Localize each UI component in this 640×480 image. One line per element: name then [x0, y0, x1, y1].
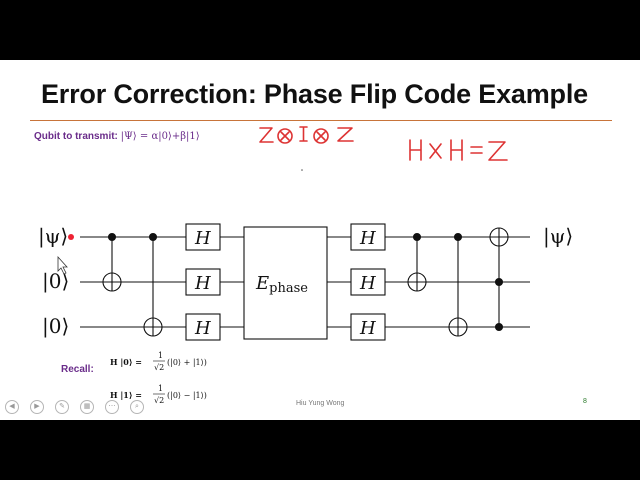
hadamard-label: H	[194, 228, 211, 249]
qubit-to-transmit: Qubit to transmit: |Ψ⟩ = α|0⟩+β|1⟩	[34, 131, 200, 142]
page-number: 8	[583, 398, 587, 405]
formula-2-lhs: H |1⟩ =	[110, 390, 142, 400]
cnot-2-control	[148, 232, 158, 242]
hadamard-label: H	[194, 318, 211, 339]
author-footer: Hiu Yung Wong	[296, 400, 345, 407]
mouse-cursor	[57, 255, 68, 275]
hadamard-gate	[350, 268, 386, 296]
recall-formula-2: H |1⟩ = 1 √2 (|0⟩ − |1⟩)	[110, 384, 207, 405]
handwritten-z-i-z	[259, 126, 354, 144]
title-divider	[30, 120, 612, 121]
input-psi: |ψ⟩	[38, 224, 68, 249]
hadamard-column-1: H H H	[185, 223, 221, 341]
slide-title: Error Correction: Phase Flip Code Exampl…	[41, 79, 588, 109]
hadamard-label: H	[359, 228, 376, 249]
recall-label: Recall:	[61, 364, 94, 375]
laser-pointer	[68, 234, 74, 240]
more-icon[interactable]: ⋯	[105, 400, 119, 414]
toffoli-control-2	[494, 322, 504, 332]
zoom-icon[interactable]: ⌕	[130, 400, 144, 414]
error-phase-label: Ephase	[255, 273, 308, 296]
formula-2-num: 1	[158, 384, 163, 393]
hadamard-label: H	[359, 318, 376, 339]
toffoli-control-1	[494, 277, 504, 287]
formula-2-den: √2	[154, 396, 164, 405]
hadamard-column-2: H H H	[350, 223, 386, 341]
input-zero-2: |0⟩	[42, 314, 69, 339]
formula-1-lhs: H |0⟩ =	[110, 357, 142, 367]
hadamard-gate	[350, 313, 386, 341]
next-icon[interactable]: ▶	[30, 400, 44, 414]
stray-dot	[301, 169, 303, 171]
qubit-state: |Ψ⟩ = α|0⟩+β|1⟩	[120, 131, 200, 142]
hadamard-label: H	[359, 273, 376, 294]
output-psi: |ψ⟩	[543, 224, 573, 249]
formula-1-num: 1	[158, 351, 163, 360]
cnot-3-control	[412, 232, 422, 242]
prev-icon[interactable]: ◀	[5, 400, 19, 414]
hadamard-gate	[185, 313, 221, 341]
cnot-4-control	[453, 232, 463, 242]
hadamard-gate	[185, 268, 221, 296]
hadamard-gate	[185, 223, 221, 251]
slides-icon[interactable]: ▦	[80, 400, 94, 414]
formula-1-rhs: (|0⟩ + |1⟩)	[167, 358, 207, 367]
formula-1-den: √2	[154, 363, 164, 372]
circuit-diagram: |ψ⟩ |0⟩ |0⟩ |ψ⟩	[38, 126, 573, 405]
cnot-1-control	[107, 232, 117, 242]
handwritten-hxh-z	[409, 139, 508, 161]
hadamard-gate	[350, 223, 386, 251]
error-phase-box	[243, 226, 328, 340]
formula-2-rhs: (|0⟩ − |1⟩)	[167, 391, 207, 400]
qubit-label: Qubit to transmit:	[34, 131, 118, 142]
hadamard-label: H	[194, 273, 211, 294]
slide: Error Correction: Phase Flip Code Exampl…	[0, 60, 640, 420]
recall-formula-1: H |0⟩ = 1 √2 (|0⟩ + |1⟩)	[110, 351, 207, 372]
pen-icon[interactable]: ✎	[55, 400, 69, 414]
